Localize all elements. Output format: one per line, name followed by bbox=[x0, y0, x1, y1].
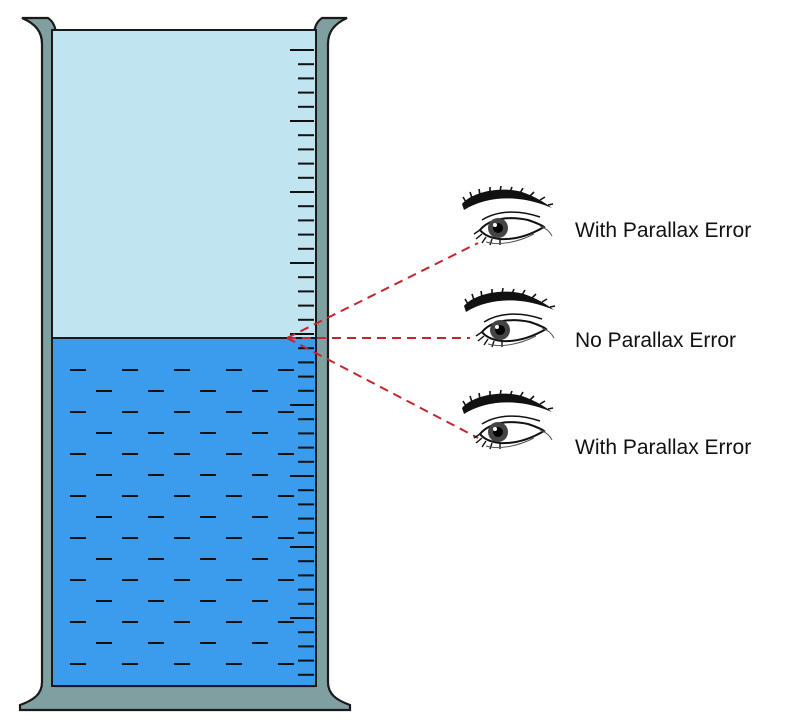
sight-line-top bbox=[286, 242, 479, 339]
eye-icon-middle bbox=[463, 287, 556, 348]
liquid-region bbox=[51, 337, 317, 687]
eye-icon-top bbox=[461, 185, 554, 246]
sight-line-bottom bbox=[286, 337, 479, 439]
graduation-scale bbox=[290, 49, 314, 676]
liquid-texture bbox=[70, 369, 294, 665]
air-region bbox=[51, 29, 317, 339]
graduated-cylinder bbox=[18, 16, 352, 712]
label-middle-eye: No Parallax Error bbox=[575, 329, 736, 352]
label-bottom-eye: With Parallax Error bbox=[575, 436, 751, 459]
sight-lines bbox=[286, 242, 479, 439]
label-top-eye: With Parallax Error bbox=[575, 219, 751, 242]
eye-icon-bottom bbox=[461, 389, 554, 450]
